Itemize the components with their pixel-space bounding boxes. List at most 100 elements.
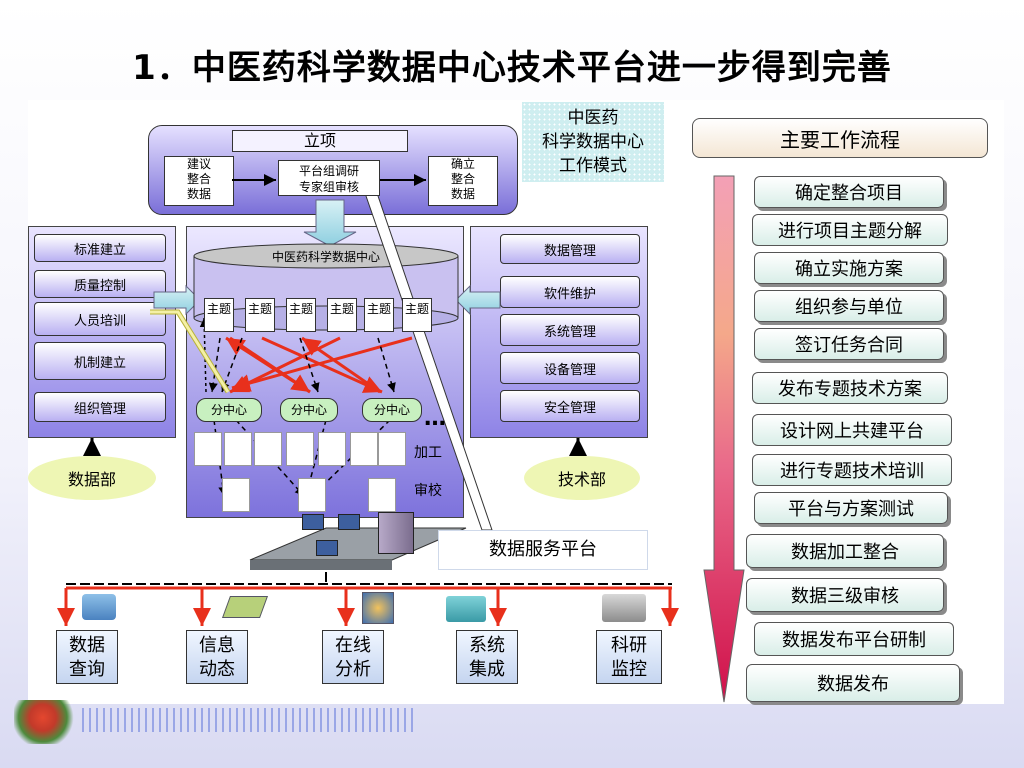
service-platform-label: 数据服务平台 xyxy=(438,530,648,570)
right-item: 软件维护 xyxy=(500,276,640,308)
page-title: 1．中医药科学数据中心技术平台进一步得到完善 xyxy=(132,48,892,88)
project-left-line: 建议 xyxy=(186,157,211,171)
workflow-step: 签订任务合同 xyxy=(754,328,944,360)
subject-label: 主题 xyxy=(366,302,391,316)
right-item: 数据管理 xyxy=(500,234,640,264)
computer-icon xyxy=(338,514,360,530)
workflow-step: 数据三级审核 xyxy=(746,578,944,612)
person-icon xyxy=(368,478,396,512)
project-left-line: 整合 xyxy=(186,172,211,186)
workflow-step: 发布专题技术方案 xyxy=(752,372,948,404)
analyst-icon xyxy=(362,592,394,624)
subcenter-label: 分中心 xyxy=(210,403,247,417)
subcenter-label: 分中心 xyxy=(373,403,410,417)
service-line: 在线 xyxy=(335,635,371,656)
subject-box: 主题 xyxy=(327,298,357,332)
subcenter-node: 分中心 xyxy=(362,398,422,422)
left-item: 标准建立 xyxy=(34,234,166,262)
workflow-step: 数据发布 xyxy=(746,664,960,702)
ellipsis: … xyxy=(424,406,446,431)
service-line: 动态 xyxy=(199,659,235,680)
service-box: 信息 动态 xyxy=(186,630,248,684)
subject-box: 主题 xyxy=(286,298,316,332)
service-line: 数据 xyxy=(69,635,105,656)
computer-user-icon xyxy=(82,594,116,620)
workflow-step: 确立实施方案 xyxy=(754,252,944,284)
subject-label: 主题 xyxy=(206,302,231,316)
subject-box: 主题 xyxy=(364,298,394,332)
circuit-board-icon xyxy=(221,596,269,618)
data-department-oval: 数据部 xyxy=(28,456,156,500)
subcenter-label: 分中心 xyxy=(290,403,327,417)
mode-label-box: 中医药 科学数据中心 工作模式 xyxy=(522,102,664,182)
service-line: 信息 xyxy=(199,635,235,656)
right-item: 安全管理 xyxy=(500,390,640,422)
workflow-step: 数据发布平台研制 xyxy=(754,622,954,656)
subcenter-node: 分中心 xyxy=(280,398,338,422)
mode-label-line: 中医药 xyxy=(567,108,619,128)
service-box: 系统 集成 xyxy=(456,630,518,684)
tech-department-oval: 技术部 xyxy=(524,456,640,500)
left-item: 人员培训 xyxy=(34,302,166,336)
subcenter-node: 分中心 xyxy=(196,398,262,422)
workflow-step: 数据加工整合 xyxy=(746,534,944,568)
service-line: 查询 xyxy=(69,659,105,680)
person-icon xyxy=(350,432,378,466)
project-title: 立项 xyxy=(232,130,408,152)
service-box: 在线 分析 xyxy=(322,630,384,684)
mode-label-line: 工作模式 xyxy=(559,156,627,176)
service-line: 分析 xyxy=(335,659,371,680)
process-label: 审校 xyxy=(414,483,442,499)
system-integration-icon xyxy=(446,596,486,622)
computer-icon xyxy=(302,514,324,530)
service-box: 科研 监控 xyxy=(596,630,662,684)
subject-box: 主题 xyxy=(204,298,234,332)
project-center-line: 专家组审核 xyxy=(298,180,359,194)
db-label: 中医药科学数据中心 xyxy=(271,250,380,264)
subject-label: 主题 xyxy=(288,302,313,316)
computer-icon xyxy=(316,540,338,556)
project-center-line: 平台组调研 xyxy=(298,164,359,178)
person-icon xyxy=(286,432,314,466)
project-right-doc: 确立 整合 数据 xyxy=(428,156,498,206)
decorative-barcode xyxy=(82,708,418,732)
project-left-doc: 建议 整合 数据 xyxy=(164,156,234,206)
project-center-box: 平台组调研 专家组审核 xyxy=(278,160,380,196)
service-line: 监控 xyxy=(611,659,647,680)
subject-label: 主题 xyxy=(404,302,429,316)
workflow-step: 组织参与单位 xyxy=(754,290,944,322)
left-item: 组织管理 xyxy=(34,392,166,422)
subject-box: 主题 xyxy=(402,298,432,332)
project-right-line: 数据 xyxy=(450,187,475,201)
right-item: 系统管理 xyxy=(500,314,640,346)
left-item: 机制建立 xyxy=(34,342,166,380)
right-item: 设备管理 xyxy=(500,352,640,384)
project-left-line: 数据 xyxy=(186,187,211,201)
person-icon xyxy=(222,478,250,512)
person-icon xyxy=(378,432,406,466)
person-icon xyxy=(224,432,252,466)
workflow-header: 主要工作流程 xyxy=(692,118,988,158)
service-line: 科研 xyxy=(611,635,647,656)
subject-box: 主题 xyxy=(245,298,275,332)
process-label: 加工 xyxy=(414,445,442,461)
project-right-line: 整合 xyxy=(450,172,475,186)
workflow-step: 确定整合项目 xyxy=(754,176,944,208)
workflow-step: 设计网上共建平台 xyxy=(752,414,952,446)
workflow-step: 进行专题技术培训 xyxy=(752,454,952,486)
person-icon xyxy=(298,478,326,512)
project-right-line: 确立 xyxy=(450,157,475,171)
mode-label-line: 科学数据中心 xyxy=(542,132,644,152)
server-icon xyxy=(378,512,414,554)
workflow-step: 进行项目主题分解 xyxy=(752,214,948,246)
left-item: 质量控制 xyxy=(34,270,166,298)
person-icon xyxy=(254,432,282,466)
service-line: 集成 xyxy=(469,659,505,680)
person-icon xyxy=(194,432,222,466)
workflow-step: 平台与方案测试 xyxy=(754,492,948,524)
flower-decoration-icon xyxy=(14,700,78,744)
person-icon xyxy=(318,432,346,466)
subject-label: 主题 xyxy=(247,302,272,316)
subject-label: 主题 xyxy=(329,302,354,316)
research-tools-icon xyxy=(602,594,646,622)
